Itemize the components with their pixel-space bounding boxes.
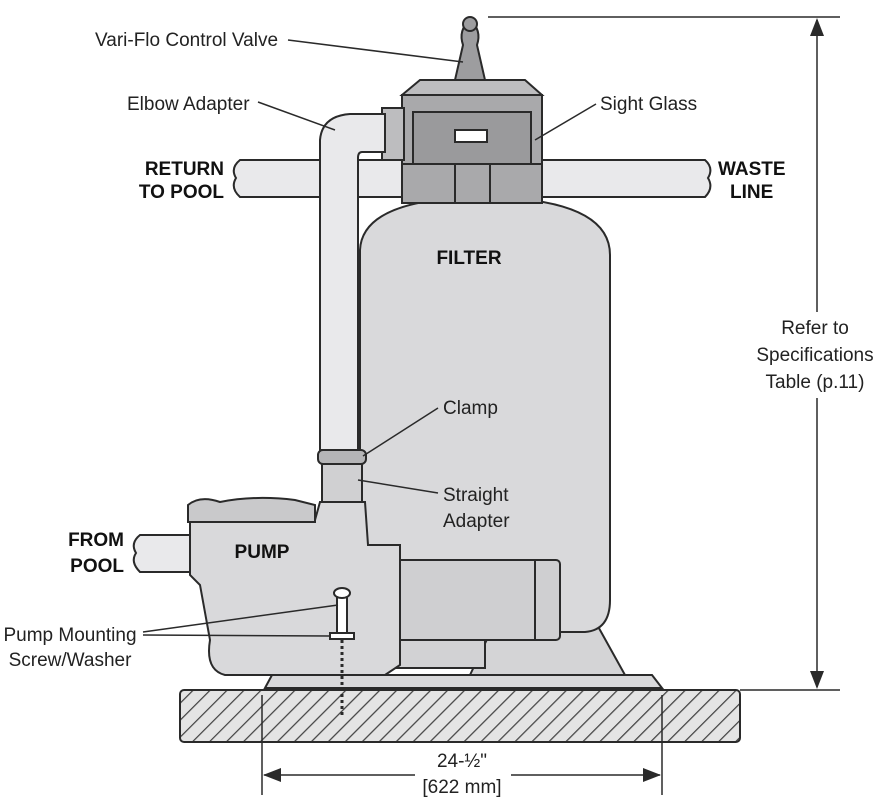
leader-straight-adapter [357, 479, 439, 494]
label-control-valve: Vari-Flo Control Valve [95, 30, 278, 51]
waste-pipe [539, 159, 712, 198]
width-label-backdrop [415, 748, 511, 800]
leader-control-valve [287, 39, 464, 63]
label-filter: FILTER [436, 248, 501, 269]
height-label-backdrop [748, 312, 888, 398]
base-plate [263, 674, 665, 689]
mounting-screw-head [333, 587, 351, 599]
height-arrow-top [810, 18, 824, 36]
leader-sight-glass [534, 103, 597, 141]
label-elbow-adapter: Elbow Adapter [127, 94, 250, 115]
clamp [317, 449, 367, 465]
label-mounting1: Pump Mounting [3, 625, 136, 646]
mounting-washer [329, 632, 355, 640]
label-height1: Refer to [781, 318, 849, 339]
label-width1: 24-½" [437, 751, 487, 772]
leader-clamp [362, 407, 439, 457]
label-clamp: Clamp [443, 398, 498, 419]
label-waste-line2: LINE [730, 182, 773, 203]
label-height3: Table (p.11) [766, 372, 865, 393]
label-waste-line1: WASTE [718, 159, 786, 180]
pump-lid [187, 496, 316, 523]
valve-knob-top [462, 16, 478, 32]
height-arrow-bottom [810, 671, 824, 689]
label-return-line2: TO POOL [139, 182, 225, 203]
label-straight-adapter2: Adapter [443, 511, 510, 532]
leader-mounting-washer [142, 634, 331, 637]
leader-mounting-screw [142, 604, 339, 633]
label-sight-glass: Sight Glass [600, 94, 697, 115]
width-arrow-right [643, 768, 661, 782]
label-width2: [622 mm] [422, 777, 501, 798]
label-height2: Specifications [756, 345, 873, 366]
motor-foot [394, 639, 486, 669]
label-from-pool2: POOL [70, 556, 124, 577]
label-straight-adapter1: Straight [443, 485, 509, 506]
label-from-pool1: FROM [68, 530, 124, 551]
sight-glass-window [454, 129, 488, 143]
inlet-pipe [132, 534, 201, 573]
label-pump: PUMP [235, 542, 290, 563]
base-slab [179, 689, 741, 743]
leader-elbow-adapter [257, 101, 336, 131]
width-arrow-left [263, 768, 281, 782]
elbow-adapter [319, 113, 386, 451]
straight-adapter [321, 463, 363, 503]
valve-lid [399, 79, 545, 96]
label-mounting2: Screw/Washer [9, 650, 132, 671]
label-return-line1: RETURN [145, 159, 224, 180]
